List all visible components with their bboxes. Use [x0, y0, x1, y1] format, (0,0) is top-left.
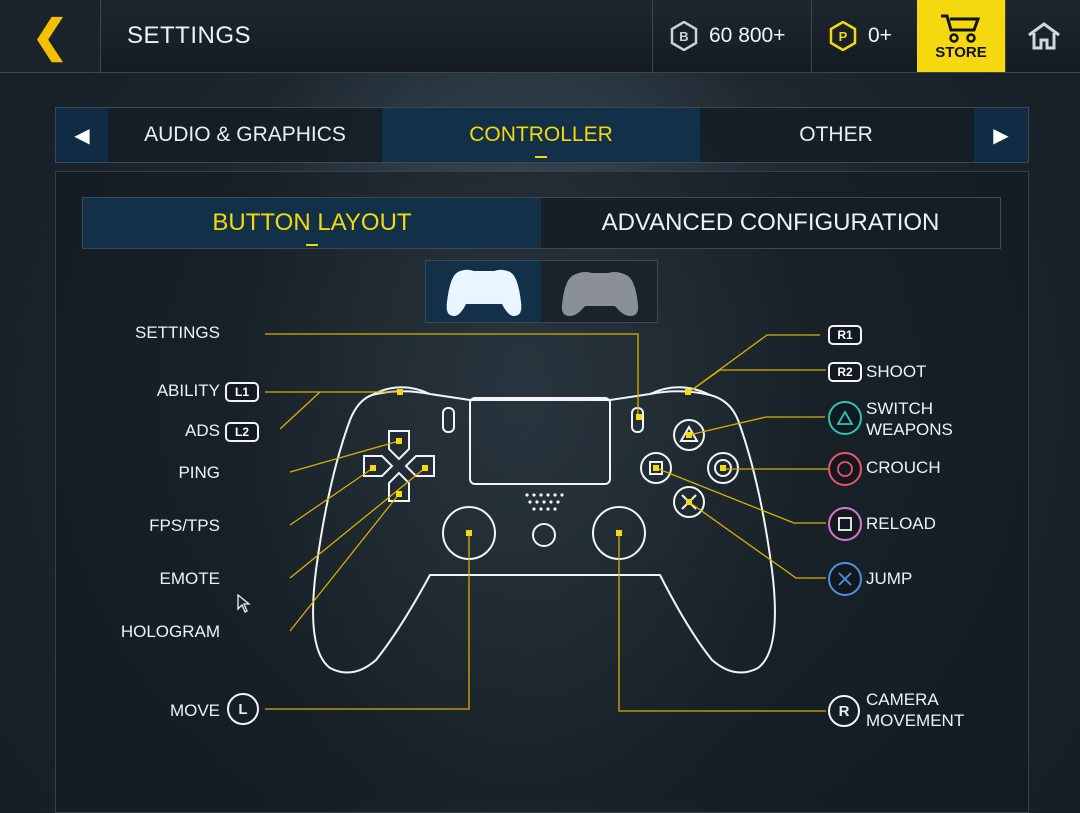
arrow-right-icon: ▶	[993, 124, 1009, 147]
label-switch: SWITCH	[866, 399, 934, 418]
label-move: MOVE	[169, 701, 220, 720]
label-ads: ADS	[185, 421, 220, 440]
square-icon	[838, 517, 852, 531]
chevron-left-icon: ❮	[31, 11, 69, 61]
currency-b: B 60 800+	[652, 0, 812, 72]
circle-icon	[837, 461, 853, 477]
label-settings: SETTINGS	[134, 323, 220, 342]
home-icon	[1027, 22, 1060, 50]
tab-controller[interactable]: CONTROLLER	[382, 108, 700, 162]
currency-p-amount: 0+	[868, 24, 892, 47]
p-coin-icon: P	[829, 21, 857, 51]
tab-button-layout[interactable]: BUTTON LAYOUT	[83, 198, 541, 248]
tab-next-button[interactable]: ▶	[974, 108, 1028, 162]
settings-tabs: ◀ AUDIO & GRAPHICS CONTROLLER OTHER ▶	[55, 107, 1029, 163]
top-bar	[0, 0, 1080, 73]
back-button[interactable]: ❮	[0, 0, 101, 72]
circle-button-badge	[828, 452, 862, 486]
label-camera: CAMERA	[866, 690, 939, 709]
badge-l2: L2	[225, 422, 259, 442]
label-reload: RELOAD	[866, 514, 936, 533]
label-weapons: WEAPONS	[866, 420, 953, 439]
tab-other[interactable]: OTHER	[799, 123, 873, 146]
currency-b-amount: 60 800+	[709, 24, 786, 47]
currency-p: P 0+	[811, 0, 918, 72]
badge-r1: R1	[828, 325, 862, 345]
controller-type-switch	[425, 260, 658, 323]
playstation-option[interactable]	[426, 261, 541, 322]
label-fps-tps: FPS/TPS	[149, 516, 220, 535]
tab-audio-graphics[interactable]: AUDIO & GRAPHICS	[144, 123, 346, 146]
cross-icon	[838, 572, 852, 586]
cart-icon	[941, 14, 981, 43]
tab-prev-button[interactable]: ◀	[56, 108, 108, 162]
playstation-controller-icon	[446, 269, 521, 316]
cross-button-badge	[828, 562, 862, 596]
store-button[interactable]: STORE	[917, 0, 1005, 72]
square-button-badge	[828, 507, 862, 541]
svg-text:B: B	[679, 29, 688, 44]
label-movement: MOVEMENT	[866, 711, 965, 730]
controller-subtabs: BUTTON LAYOUT ADVANCED CONFIGURATION	[82, 197, 1001, 249]
xbox-controller-icon	[561, 271, 638, 316]
triangle-icon	[836, 410, 854, 425]
label-ping: PING	[178, 463, 220, 482]
store-label: STORE	[935, 43, 987, 61]
label-crouch: CROUCH	[866, 458, 941, 477]
svg-text:P: P	[839, 29, 848, 44]
page-title: SETTINGS	[127, 22, 252, 49]
badge-r2: R2	[828, 362, 862, 382]
label-jump: JUMP	[866, 569, 913, 588]
label-hologram: HOLOGRAM	[120, 622, 220, 641]
right-stick-badge: R	[828, 695, 860, 727]
arrow-left-icon: ◀	[74, 124, 90, 147]
home-button[interactable]	[1005, 0, 1080, 72]
b-coin-icon: B	[670, 21, 698, 51]
tab-advanced-configuration[interactable]: ADVANCED CONFIGURATION	[601, 209, 940, 236]
badge-l1: L1	[225, 382, 259, 402]
left-stick-badge: L	[227, 693, 259, 725]
label-emote: EMOTE	[159, 569, 220, 588]
label-ability: ABILITY	[156, 381, 220, 400]
triangle-button-badge	[828, 401, 862, 435]
label-shoot: SHOOT	[866, 362, 927, 381]
xbox-option[interactable]	[542, 261, 657, 322]
mouse-cursor-icon	[237, 594, 251, 613]
